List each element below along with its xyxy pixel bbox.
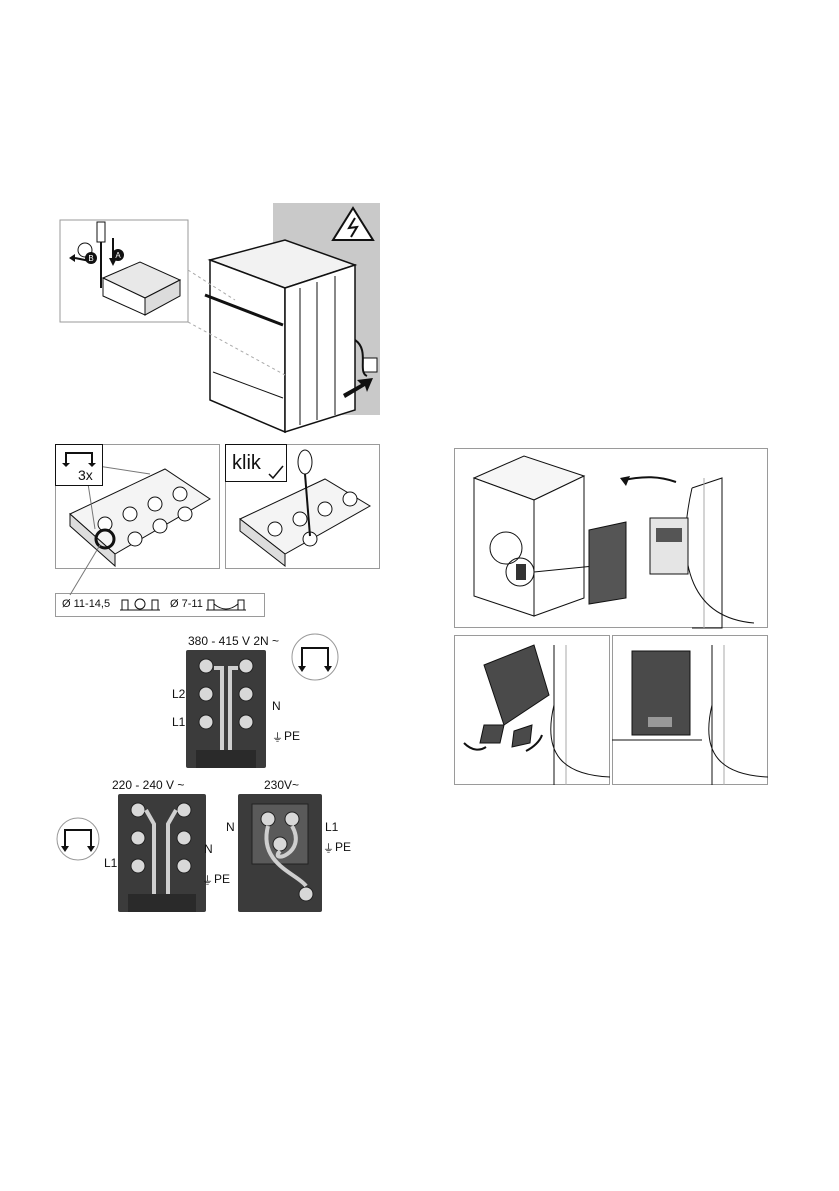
terminal-block-drawing xyxy=(69,463,211,568)
terminal-3ph-screws xyxy=(196,658,256,768)
figure-cooker-install: A B xyxy=(59,203,380,434)
label-230-l1: L1 xyxy=(325,820,339,834)
bridge-icon xyxy=(62,452,96,467)
callout-a: A xyxy=(115,251,121,260)
cable-diameter-large: Ø 7-11 xyxy=(170,598,203,610)
bridge-callout-1ph xyxy=(56,817,100,861)
label-pe: PE xyxy=(284,729,301,743)
label-230-pe: PE xyxy=(335,840,352,854)
cover-fitted-drawing xyxy=(612,645,769,785)
bridge-count: 3x xyxy=(78,467,93,483)
terminal-3ph xyxy=(186,650,266,768)
clamp-thick-icon xyxy=(120,598,160,611)
check-icon xyxy=(268,465,284,480)
cable-diameter-strip xyxy=(55,593,265,617)
label-n: N xyxy=(272,699,281,713)
terminal-screwdriver-drawing xyxy=(239,449,371,568)
panel-cover-hinge xyxy=(454,635,610,785)
electric-warning-icon xyxy=(331,206,375,241)
label-1ph-n: N xyxy=(204,842,213,856)
wiring-230-title: 230V~ xyxy=(264,778,300,792)
label-230-n: N xyxy=(226,820,235,834)
terminal-1ph-screws xyxy=(128,802,196,912)
cable-diameter-small: Ø 11-14,5 xyxy=(62,598,111,610)
wiring-1ph-title: 220 - 240 V ~ xyxy=(112,778,185,792)
wall-socket-icon xyxy=(362,357,378,373)
label-1ph-pe: PE xyxy=(214,872,231,886)
clamp-thin-icon xyxy=(206,599,246,611)
label-1ph-l1: L1 xyxy=(104,856,118,870)
rear-cover-drawing xyxy=(472,455,755,629)
leader-line xyxy=(69,544,101,596)
bridge-badge: 3x xyxy=(55,444,103,486)
earth-icon-230: ⏚ xyxy=(323,843,334,855)
earth-icon-1ph: ⏚ xyxy=(202,875,213,887)
wiring-3ph-title: 380 - 415 V 2N ~ xyxy=(188,634,280,648)
label-l1: L1 xyxy=(172,715,186,729)
terminal-230-screws xyxy=(251,803,314,902)
earth-icon: ⏚ xyxy=(272,732,283,744)
klik-label-box xyxy=(225,444,287,482)
klik-label: klik xyxy=(232,452,261,474)
label-l2: L2 xyxy=(172,687,186,701)
cover-hinge-drawing xyxy=(463,644,611,785)
callout-b: B xyxy=(88,254,93,263)
bridge-callout-3ph xyxy=(291,633,339,681)
